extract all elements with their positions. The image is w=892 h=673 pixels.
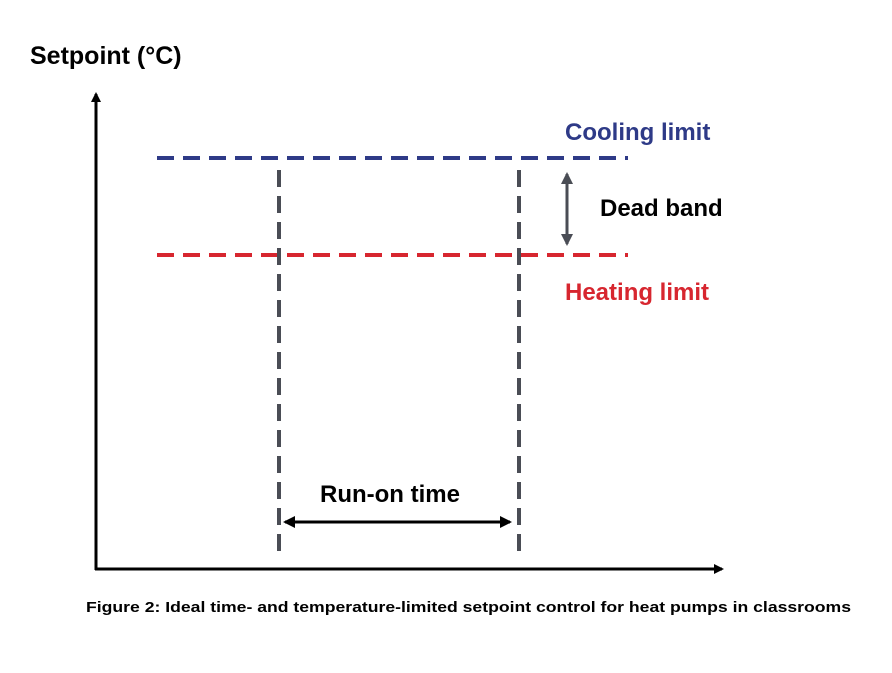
dead-band-label: Dead band: [600, 195, 723, 222]
y-axis-label: Setpoint (°C): [30, 42, 182, 70]
figure-caption: Figure 2: Ideal time- and temperature-li…: [86, 599, 851, 616]
run-on-time-label: Run-on time: [320, 481, 460, 508]
heating-limit-label: Heating limit: [565, 279, 709, 306]
cooling-limit-label: Cooling limit: [565, 119, 710, 146]
